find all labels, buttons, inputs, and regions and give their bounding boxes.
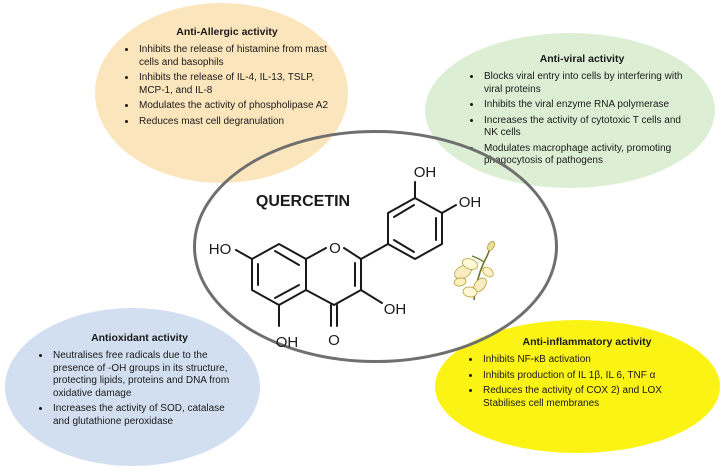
anti-inflammatory-item: Reduces the activity of COX 2) and LOX S… <box>481 384 707 410</box>
anti-allergic-bubble: Anti-Allergic activity Inhibits the rele… <box>95 3 348 183</box>
anti-allergic-item: Modulates the activity of phospholipase … <box>137 99 331 113</box>
c7-ho-label: HO <box>209 241 232 258</box>
anti-viral-item: Blocks viral entry into cells by interfe… <box>482 70 696 96</box>
c4prime-oh-label: OH <box>459 194 482 211</box>
antioxidant-title: Antioxidant activity <box>91 332 188 344</box>
ring-a-double-bonds <box>257 250 300 299</box>
anti-allergic-list: Inhibits the release of histamine from m… <box>123 43 331 128</box>
antioxidant-bubble: Antioxidant activity Neutralises free ra… <box>5 308 260 466</box>
c5-oh-label: OH <box>276 334 299 351</box>
anti-viral-item: Inhibits the viral enzyme RNA polymerase <box>482 98 696 112</box>
antioxidant-item: Increases the activity of SOD, catalase … <box>51 402 242 428</box>
c3prime-oh-label: OH <box>414 164 437 181</box>
ring-b-bonds <box>387 197 443 260</box>
anti-inflammatory-content: Anti-inflammatory activity Inhibits NF-κ… <box>467 336 707 412</box>
c3-oh-bond <box>360 289 383 304</box>
c4prime-oh-bond <box>441 204 457 214</box>
anti-inflammatory-item: Inhibits NF-κB activation <box>481 353 707 367</box>
anti-allergic-item: Reduces mast cell degranulation <box>137 115 331 129</box>
anti-allergic-title: Anti-Allergic activity <box>176 26 278 38</box>
anti-allergic-item: Inhibits the release of histamine from m… <box>137 43 331 69</box>
c3-oh-label: OH <box>384 301 407 318</box>
antioxidant-list: Neutralises free radicals due to the pre… <box>37 349 242 428</box>
quercetin-center-ellipse <box>193 130 558 363</box>
anti-inflammatory-title: Anti-inflammatory activity <box>522 336 652 348</box>
anti-inflammatory-list: Inhibits NF-κB activation Inhibits produ… <box>467 353 707 410</box>
ring-b-double-bonds <box>393 204 437 253</box>
carbonyl-oxygen-label: O <box>328 332 340 349</box>
flower-sprig-icon <box>453 241 495 301</box>
anti-viral-list: Blocks viral entry into cells by interfe… <box>468 70 696 168</box>
antioxidant-item: Neutralises free radicals due to the pre… <box>51 349 242 400</box>
anti-viral-bubble: Anti-viral activity Blocks viral entry i… <box>425 33 715 188</box>
anti-viral-title: Anti-viral activity <box>539 53 625 65</box>
anti-viral-item: Modulates macrophage activity, promoting… <box>482 142 696 168</box>
quercetin-title: QUERCETIN <box>256 193 350 210</box>
antioxidant-content: Antioxidant activity Neutralises free ra… <box>37 332 242 430</box>
carbonyl-bond <box>330 304 338 327</box>
anti-allergic-content: Anti-Allergic activity Inhibits the rele… <box>123 26 331 130</box>
c7-oh-bond <box>235 249 253 260</box>
linker-bond <box>360 243 389 260</box>
anti-inflammatory-item: Inhibits production of IL 1β, IL 6, TNF … <box>481 369 707 383</box>
anti-allergic-item: Inhibits the release of IL-4, IL-13, TSL… <box>137 71 331 97</box>
anti-inflammatory-bubble: Anti-inflammatory activity Inhibits NF-κ… <box>435 320 720 453</box>
ring-oxygen-label: O <box>329 240 341 257</box>
anti-viral-content: Anti-viral activity Blocks viral entry i… <box>468 53 696 170</box>
anti-viral-item: Increases the activity of cytotoxic T ce… <box>482 114 696 140</box>
